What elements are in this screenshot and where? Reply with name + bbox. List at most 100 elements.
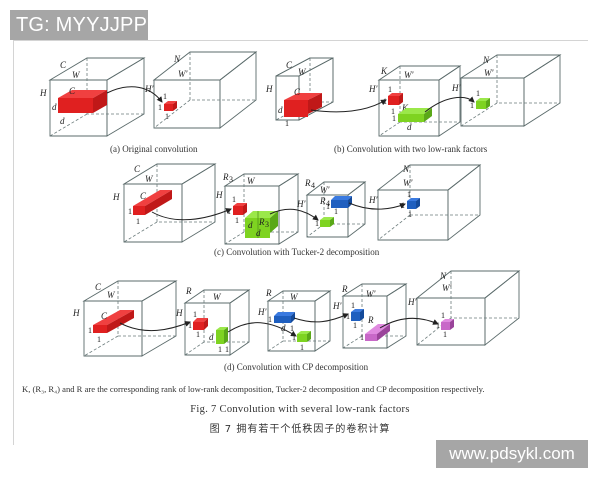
svg-text:1: 1 bbox=[353, 321, 357, 330]
svg-text:d: d bbox=[281, 323, 286, 333]
svg-text:N: N bbox=[402, 164, 410, 174]
svg-text:1: 1 bbox=[158, 103, 162, 112]
svg-text:d: d bbox=[407, 122, 412, 132]
svg-text:H: H bbox=[39, 88, 47, 98]
svg-text:3: 3 bbox=[265, 220, 269, 229]
watermark-top-left: TG: MYYJJPP bbox=[10, 10, 148, 40]
svg-text:1: 1 bbox=[441, 311, 445, 320]
svg-text:1: 1 bbox=[136, 217, 140, 226]
svg-text:W': W' bbox=[484, 68, 494, 78]
svg-text:C: C bbox=[286, 60, 293, 70]
svg-text:W: W bbox=[72, 70, 81, 80]
svg-text:1: 1 bbox=[218, 345, 222, 354]
figure-title-english: Fig. 7 Convolution with several low-rank… bbox=[190, 404, 410, 415]
svg-text:H': H' bbox=[296, 199, 306, 209]
svg-text:W: W bbox=[145, 174, 154, 184]
svg-text:1: 1 bbox=[351, 301, 355, 310]
svg-text:d: d bbox=[248, 220, 253, 230]
svg-text:W': W' bbox=[320, 185, 330, 195]
svg-text:d: d bbox=[52, 102, 57, 112]
svg-text:R: R bbox=[222, 172, 229, 182]
svg-text:1: 1 bbox=[476, 89, 480, 98]
svg-text:N: N bbox=[482, 55, 490, 65]
intermediate-tensor-d-1: R W H 1 1 1 d 1 1 bbox=[175, 286, 251, 356]
svg-text:1: 1 bbox=[315, 219, 319, 228]
svg-text:H': H' bbox=[451, 83, 461, 93]
panel-a: C W H C d d N W' H' 1 1 1 bbox=[39, 51, 258, 137]
svg-text:1: 1 bbox=[196, 330, 200, 339]
svg-text:H': H' bbox=[257, 307, 267, 317]
svg-text:1: 1 bbox=[408, 210, 412, 219]
svg-text:C: C bbox=[140, 191, 147, 201]
svg-text:W: W bbox=[290, 292, 299, 302]
svg-text:K: K bbox=[380, 66, 388, 76]
figure-title-chinese: 图 7 拥有若干个低秩因子的卷积计算 bbox=[209, 424, 391, 435]
svg-text:R: R bbox=[304, 178, 311, 188]
footnote-rank-definitions: K, (R₃, R₄) and R are the corresponding … bbox=[22, 384, 485, 394]
svg-text:H': H' bbox=[368, 84, 378, 94]
svg-text:W': W' bbox=[442, 283, 452, 293]
svg-text:1: 1 bbox=[88, 326, 92, 335]
svg-text:d: d bbox=[278, 105, 283, 115]
svg-text:1: 1 bbox=[334, 207, 338, 216]
svg-text:d: d bbox=[209, 332, 214, 342]
input-tensor-c: C W H C 1 1 bbox=[112, 163, 217, 243]
svg-text:H': H' bbox=[368, 195, 378, 205]
svg-text:C: C bbox=[69, 86, 76, 96]
svg-text:1: 1 bbox=[326, 202, 330, 211]
svg-text:1: 1 bbox=[97, 335, 101, 344]
svg-text:R: R bbox=[319, 196, 326, 206]
svg-text:1: 1 bbox=[268, 315, 272, 324]
svg-text:4: 4 bbox=[326, 199, 330, 208]
svg-text:C: C bbox=[134, 164, 141, 174]
svg-text:1: 1 bbox=[232, 195, 236, 204]
panel-b: C W H C d 1 K W' H' 1 1 1 K bbox=[265, 54, 562, 137]
svg-text:3: 3 bbox=[229, 175, 233, 184]
svg-text:H: H bbox=[112, 192, 120, 202]
svg-text:C: C bbox=[294, 87, 301, 97]
caption-panel-c: (c) Convolution with Tucker-2 decomposit… bbox=[214, 247, 380, 257]
svg-text:1: 1 bbox=[436, 321, 440, 330]
output-tensor-d: N W' H' 1 1 1 bbox=[407, 270, 521, 346]
watermark-bottom-right: www.pdsykl.com bbox=[436, 440, 588, 468]
svg-text:H: H bbox=[72, 308, 80, 318]
output-tensor-b: N W' H' 1 1 bbox=[451, 54, 562, 127]
svg-text:R: R bbox=[258, 217, 265, 227]
caption-panel-b: (b) Convolution with two low-rank factor… bbox=[334, 144, 488, 154]
svg-text:1: 1 bbox=[346, 312, 350, 321]
svg-text:H: H bbox=[265, 84, 273, 94]
svg-text:1: 1 bbox=[300, 343, 304, 352]
svg-text:W: W bbox=[107, 290, 116, 300]
panel-d: C W H C 1 1 R W H 1 1 1 d bbox=[72, 270, 521, 357]
svg-text:W: W bbox=[247, 176, 256, 186]
svg-text:1: 1 bbox=[163, 92, 167, 101]
svg-text:1: 1 bbox=[392, 114, 396, 123]
intermediate-tensor-d-3: R W' H' 1 1 1 R 1 bbox=[332, 283, 408, 349]
svg-text:W': W' bbox=[403, 178, 413, 188]
svg-text:W': W' bbox=[366, 289, 376, 299]
svg-text:W: W bbox=[298, 67, 307, 77]
svg-text:K: K bbox=[401, 103, 409, 113]
caption-panel-d: (d) Convolution with CP decomposition bbox=[224, 362, 369, 372]
svg-text:1: 1 bbox=[388, 85, 392, 94]
svg-text:1: 1 bbox=[285, 119, 289, 128]
svg-text:1: 1 bbox=[227, 207, 231, 216]
svg-text:1: 1 bbox=[235, 216, 239, 225]
svg-text:1: 1 bbox=[391, 107, 395, 116]
svg-text:C: C bbox=[60, 60, 67, 70]
output-tensor-c: N W' H' 1 1 1 bbox=[368, 164, 482, 241]
svg-text:W: W bbox=[213, 292, 222, 302]
svg-text:1: 1 bbox=[290, 324, 294, 333]
intermediate-tensor-b: K W' H' 1 1 1 K 1 d bbox=[368, 65, 462, 137]
svg-text:H': H' bbox=[144, 84, 154, 94]
svg-text:1: 1 bbox=[470, 101, 474, 110]
svg-text:d: d bbox=[256, 228, 261, 238]
caption-panel-a: (a) Original convolution bbox=[110, 144, 198, 154]
svg-text:H': H' bbox=[332, 301, 342, 311]
svg-text:H': H' bbox=[407, 297, 417, 307]
svg-text:1: 1 bbox=[225, 345, 229, 354]
